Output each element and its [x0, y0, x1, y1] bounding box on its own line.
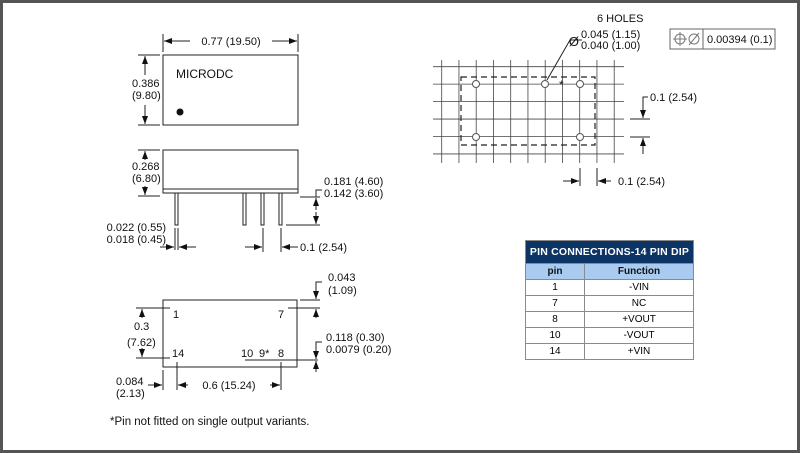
hole-diameter-1: 0.045 (1.15)	[581, 29, 640, 41]
pin-span: 0.6 (15.24)	[202, 380, 255, 392]
table-row: 14+VIN	[525, 343, 694, 360]
pin-cell: 14	[525, 343, 585, 360]
hole	[541, 80, 549, 88]
pin-cell: 8	[525, 311, 585, 328]
height-dim-mm: (9.80)	[132, 90, 161, 102]
pin-dim-1: 0.118 (0.30)	[326, 332, 385, 344]
hole	[472, 133, 480, 141]
width-dim: 0.77 (19.50)	[201, 36, 260, 48]
hole	[576, 133, 584, 141]
function-cell: -VIN	[584, 279, 694, 296]
pin-label: 10	[241, 348, 253, 360]
bottom-view: 1 7 14 10 9* 8 0.3 (7.62) 0.043 (1.09) 0…	[116, 272, 391, 400]
function-cell: -VOUT	[584, 327, 694, 344]
table-row: 8+VOUT	[525, 311, 694, 328]
holes-label: 6 HOLES	[597, 13, 643, 25]
height-dim-in: 0.386	[132, 78, 160, 90]
pin-label: 8	[278, 348, 284, 360]
top-view: MICRODC 0.77 (19.50) 0.386 (9.80)	[132, 34, 299, 126]
optional-pin-star: *	[559, 78, 564, 92]
pin-label: 14	[172, 348, 184, 360]
pin-pitch: 0.1 (2.54)	[300, 242, 347, 254]
pin-diameter-2: 0.018 (0.45)	[107, 234, 166, 246]
pin-diameter-1: 0.022 (0.55)	[107, 222, 166, 234]
pin1-marker-dot	[176, 108, 184, 116]
offset-mm: (1.09)	[328, 285, 357, 297]
table-row: 1-VIN	[525, 279, 694, 296]
pin-cell: 1	[525, 279, 585, 296]
pin-connections-table: PIN CONNECTIONS-14 PIN DIP pin Function …	[525, 240, 694, 360]
footnote: *Pin not fitted on single output variant…	[110, 416, 310, 428]
hole	[472, 80, 480, 88]
function-cell: +VOUT	[584, 311, 694, 328]
pin-label: 9*	[259, 348, 270, 360]
pin-cell: 10	[525, 327, 585, 344]
top-view-label: MICRODC	[176, 67, 234, 81]
pin-label: 7	[278, 309, 284, 321]
row-spacing-in: 0.3	[134, 321, 149, 333]
tolerance-value: 0.00394 (0.1)	[707, 34, 772, 46]
footprint-outline	[460, 76, 596, 146]
side-height-mm: (6.80)	[132, 173, 161, 185]
pin-length-1: 0.181 (4.60)	[324, 176, 383, 188]
pin-length-2: 0.142 (3.60)	[324, 188, 383, 200]
grid-pitch-horizontal: 0.1 (2.54)	[618, 176, 665, 188]
pin-dim-2: 0.0079 (0.20)	[326, 344, 391, 356]
pcb-layout: * 6 HOLES Ø 0.045 (1.15) 0.040 (1.00) 0.…	[433, 13, 776, 188]
edge-dim-mm: (2.13)	[116, 388, 145, 400]
row-spacing-mm: (7.62)	[127, 337, 156, 349]
grid	[433, 60, 624, 163]
function-cell: NC	[584, 295, 694, 312]
pin-cell: 7	[525, 295, 585, 312]
pin-label: 1	[173, 309, 179, 321]
table-title: PIN CONNECTIONS-14 PIN DIP	[525, 240, 694, 264]
side-view: 0.268 (6.80) 0.181 (4.60) 0.142 (3.60) 0…	[107, 149, 383, 254]
hole	[576, 80, 584, 88]
diameter-icon	[688, 33, 700, 45]
offset-in: 0.043	[328, 272, 356, 284]
diameter-symbol: Ø	[569, 34, 579, 49]
side-height-in: 0.268	[132, 161, 160, 173]
hole-diameter-2: 0.040 (1.00)	[581, 40, 640, 52]
column-header-function: Function	[584, 263, 694, 280]
function-cell: +VIN	[584, 343, 694, 360]
table-row: 10-VOUT	[525, 327, 694, 344]
grid-pitch-vertical: 0.1 (2.54)	[650, 92, 697, 104]
column-header-pin: pin	[525, 263, 585, 280]
edge-dim-in: 0.084	[116, 376, 144, 388]
